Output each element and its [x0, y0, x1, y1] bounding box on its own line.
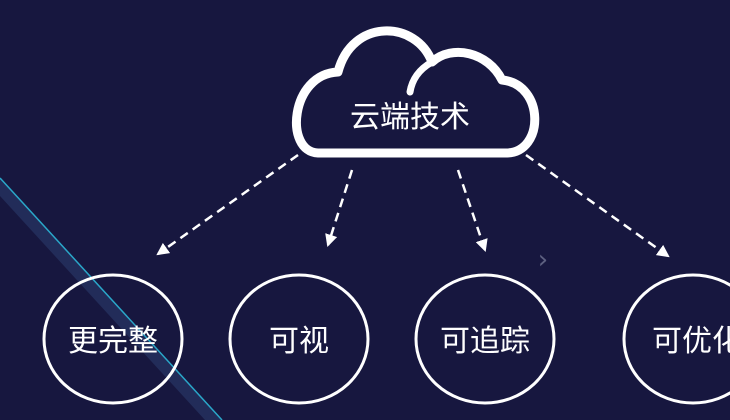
- cloud-label: 云端技术: [350, 100, 470, 135]
- node-circle-2: 可视: [228, 273, 370, 405]
- cloud-icon-inner-curve: [406, 58, 436, 96]
- node-label-4: 可优化: [652, 324, 730, 359]
- node-label-3: 可追踪: [440, 324, 530, 359]
- node-label-2: 可视: [269, 324, 329, 359]
- arrow-to-node-2: [325, 169, 354, 247]
- arrow-to-node-1: [156, 153, 299, 256]
- node-circle-4: 可优化: [622, 273, 730, 405]
- chevron-right-icon: ›: [538, 245, 548, 275]
- node-circle-1: 更完整: [42, 273, 184, 405]
- arrow-to-node-4: [525, 153, 670, 258]
- arrow-to-node-3: [456, 169, 488, 252]
- node-circle-3: 可追踪: [414, 273, 556, 405]
- node-label-1: 更完整: [68, 324, 158, 359]
- background-stripe-accent: [0, 177, 223, 420]
